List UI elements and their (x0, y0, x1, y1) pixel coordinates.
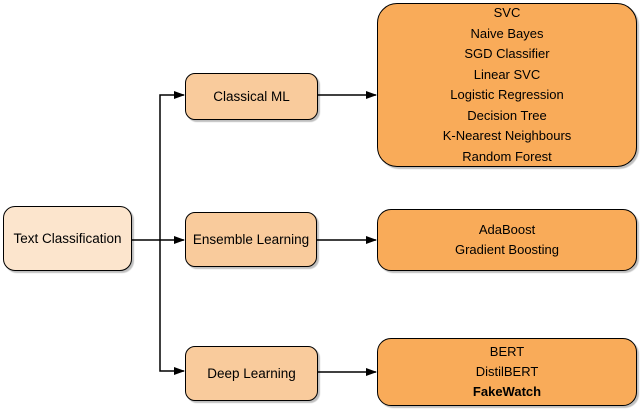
method-item: K-Nearest Neighbours (442, 128, 572, 143)
method-item: Random Forest (462, 148, 552, 164)
method-item: AdaBoost (478, 222, 536, 237)
category-node-classical-ml: Classical ML (185, 73, 318, 120)
method-item-fakewatch: FakeWatch (472, 384, 542, 400)
root-node-label: Text Classification (13, 231, 122, 246)
method-item: Gradient Boosting (454, 242, 560, 257)
method-item: Linear SVC (473, 66, 541, 82)
category-label: Deep Learning (207, 366, 296, 381)
methods-node-deep-learning: BERT DistilBERT FakeWatch (377, 338, 637, 406)
category-label: Ensemble Learning (192, 232, 310, 247)
method-item: BERT (489, 343, 525, 359)
connector-root-to-deep (159, 240, 185, 375)
method-item: SVC (493, 5, 521, 20)
category-node-ensemble-learning: Ensemble Learning (185, 212, 317, 267)
connector-root-to-classical (159, 91, 185, 240)
method-item: SGD Classifier (464, 46, 550, 61)
method-item: DistilBERT (475, 363, 539, 379)
methods-node-classical-ml: SVC Naive Bayes SGD Classifier Linear SV… (377, 3, 637, 167)
category-label: Classical ML (213, 89, 290, 104)
method-item: Logistic Regression (450, 87, 564, 102)
method-item: Naive Bayes (470, 25, 544, 41)
category-node-deep-learning: Deep Learning (185, 346, 318, 401)
methods-node-ensemble-learning: AdaBoost Gradient Boosting (377, 209, 637, 271)
root-node-text-classification: Text Classification (3, 206, 132, 271)
method-item: Decision Tree (467, 107, 547, 123)
